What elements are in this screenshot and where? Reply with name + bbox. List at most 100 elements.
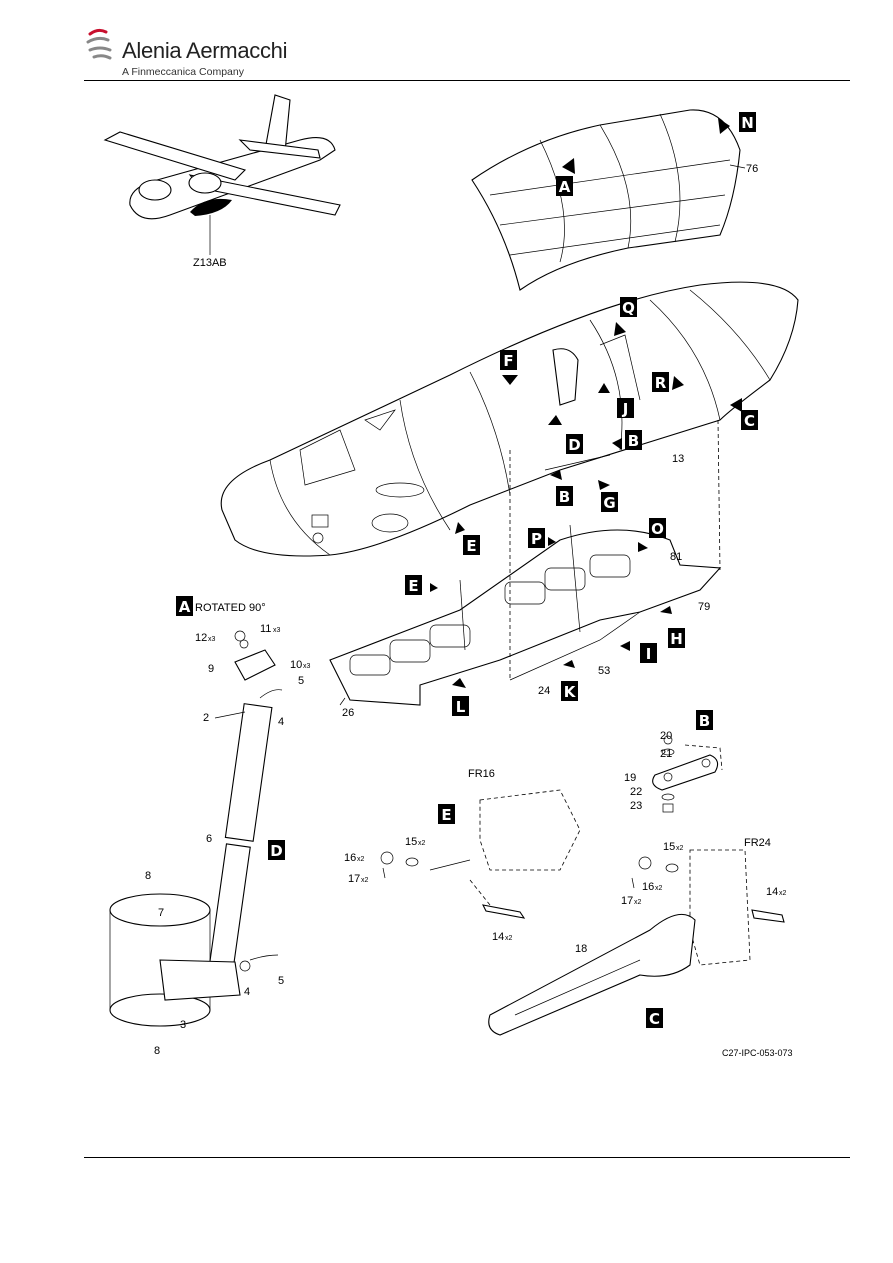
item-10: 10 [290,659,302,671]
detail-tag-B-detail: B [696,710,713,730]
detail-tag-R: R [652,372,669,392]
detail-tag-A-top: A [556,176,573,196]
detail-tag-O: O [649,518,666,538]
svg-text:E: E [408,577,418,595]
qty-17b: x2 [634,899,642,906]
detail-tag-E-arrow1: E [463,535,480,555]
detail-tag-C-detail: C [646,1008,663,1028]
item-18: 18 [575,943,587,955]
illustration-reference: C27-IPC-053-073 [722,1048,793,1058]
detail-tag-B-arrow1: B [625,430,642,450]
item-8a: 8 [145,870,151,882]
detail-tag-N: N [739,112,756,132]
item-16b: 16 [642,881,654,893]
svg-text:N: N [741,114,754,132]
fr24-label: FR24 [744,837,771,849]
svg-text:D: D [270,842,282,860]
item-3: 3 [180,1019,186,1031]
logo-mark-icon [86,28,112,60]
callout-arrows [430,118,742,688]
item-14a: 14 [492,931,504,943]
detail-tag-A-detail: A [176,596,193,616]
strut-assembly-drawing [109,630,283,1027]
svg-text:I: I [646,645,652,663]
detail-tag-Q: Q [620,297,637,317]
item-13: 13 [672,453,684,465]
brand-name: Alenia Aermacchi [122,38,288,63]
detail-tag-I: I [640,643,657,663]
brand-tagline: A Finmeccanica Company [122,66,244,78]
svg-text:J: J [622,400,629,418]
item-76: 76 [746,163,758,175]
svg-text:K: K [564,683,577,701]
svg-text:R: R [655,374,667,392]
qty-17a: x2 [361,877,369,884]
upper-panel-drawing [471,109,746,291]
detail-c-beam-drawing [488,849,785,1036]
footer-rule [84,1157,850,1158]
detail-b-hardware-drawing [652,735,723,813]
item-2: 2 [203,712,209,724]
svg-text:H: H [670,630,683,648]
svg-text:G: G [603,494,615,512]
svg-text:C: C [744,412,755,430]
qty-16b: x2 [655,885,663,892]
detail-tag-F: F [500,350,517,370]
qty-15b: x2 [676,845,684,852]
item-53: 53 [598,665,610,677]
qty-11: x3 [273,627,281,634]
qty-15a: x2 [418,840,426,847]
svg-text:B: B [559,488,570,506]
detail-tag-H: H [668,628,685,648]
detail-tag-E-arrow2: E [405,575,422,595]
header-rule [84,80,850,81]
item-8b: 8 [154,1045,160,1057]
item-23: 23 [630,800,642,812]
svg-text:P: P [531,530,542,548]
rotated-caption: ROTATED 90° [195,602,266,614]
zone-label: Z13AB [193,257,227,269]
svg-text:B: B [628,432,639,450]
qty-14b: x2 [779,890,787,897]
svg-text:Q: Q [622,299,635,317]
item-4a: 4 [278,716,284,728]
item-79: 79 [698,601,710,613]
item-7: 7 [158,907,164,919]
item-4b: 4 [244,986,250,998]
svg-text:E: E [466,537,476,555]
svg-text:B: B [699,712,710,730]
item-81: 81 [670,551,682,563]
aircraft-locator-drawing [103,94,341,255]
item-15b: 15 [663,841,675,853]
detail-tag-D-arrow: D [566,434,583,454]
item-17b: 17 [621,895,633,907]
detail-tag-P: P [528,528,545,548]
item-16a: 16 [344,852,356,864]
svg-text:A: A [559,178,571,196]
item-19: 19 [624,772,636,784]
item-26: 26 [342,707,354,719]
qty-14a: x2 [505,935,513,942]
item-9: 9 [208,663,214,675]
detail-tag-L: L [452,696,469,716]
item-14b: 14 [766,886,778,898]
svg-text:A: A [179,598,191,616]
item-24: 24 [538,685,550,697]
detail-tag-K: K [561,681,578,701]
item-22: 22 [630,786,642,798]
item-21: 21 [660,748,672,760]
item-11: 11 [260,623,271,635]
company-logo [84,24,304,80]
detail-e-fitting-drawing [380,789,581,919]
detail-tag-J: J [617,398,634,418]
detail-tag-E-detail: E [438,804,455,824]
qty-16a: x2 [357,856,365,863]
svg-text:F: F [503,352,513,370]
item-12: 12 [195,632,207,644]
detail-tag-G: G [601,492,618,512]
detail-tag-B-arrow2: B [556,486,573,506]
svg-text:E: E [441,806,451,824]
svg-text:D: D [568,436,580,454]
svg-text:L: L [456,698,466,716]
item-20: 20 [660,730,672,742]
